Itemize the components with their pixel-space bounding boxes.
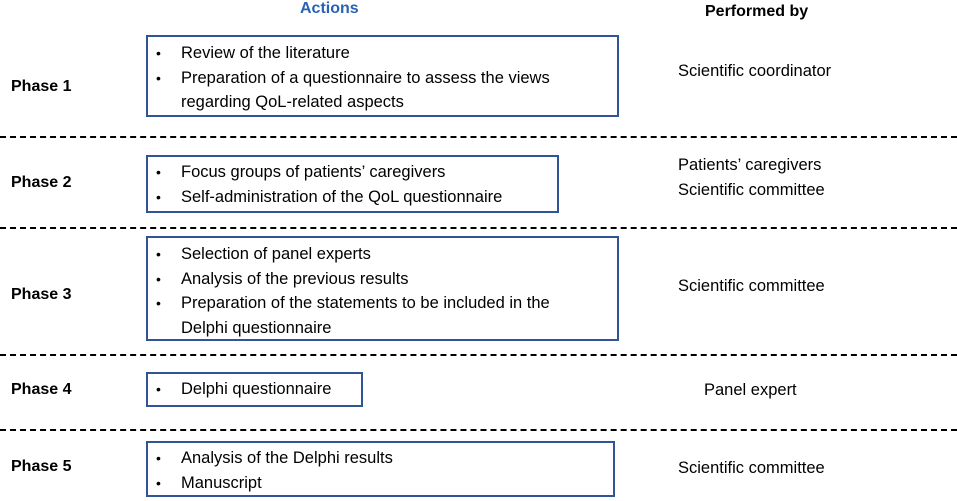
phase-3-action-item-continued: Delphi questionnaire xyxy=(181,318,332,337)
phase-2-action-item: •Self-administration of the QoL question… xyxy=(156,187,503,206)
performed-by-column-header: Performed by xyxy=(705,3,809,20)
phase-4-actions-box: •Delphi questionnaire xyxy=(146,372,363,407)
phase-3-action-item: •Selection of panel experts xyxy=(156,245,371,263)
phase-4-performer: Panel expert xyxy=(704,381,797,399)
phase-2-label: Phase 2 xyxy=(11,174,72,191)
phase-5-actions-box: •Analysis of the Delphi results •Manuscr… xyxy=(146,441,615,497)
phase-1-action-item: •Review of the literature xyxy=(156,44,350,62)
phase-2-performer: Patients’ caregivers xyxy=(678,156,822,174)
phase-2-actions-box: •Focus groups of patients’ caregivers •S… xyxy=(146,155,559,213)
phase-3-performer: Scientific committee xyxy=(678,277,825,295)
phase-2-performer: Scientific committee xyxy=(678,181,825,199)
phase-3-actions-box: •Selection of panel experts •Analysis of… xyxy=(146,236,619,341)
phase-5-action-item: •Manuscript xyxy=(156,473,262,492)
phase-1-action-item-continued: regarding QoL-related aspects xyxy=(181,93,404,111)
phase-3-label: Phase 3 xyxy=(11,286,72,303)
phase-1-label: Phase 1 xyxy=(11,78,72,95)
phase-1-actions-box: •Review of the literature •Preparation o… xyxy=(146,35,619,117)
phase-4-action-item: •Delphi questionnaire xyxy=(156,380,332,398)
phase-2-action-item: •Focus groups of patients’ caregivers xyxy=(156,163,446,181)
phase-5-action-item: •Analysis of the Delphi results xyxy=(156,449,393,467)
phase-divider xyxy=(0,227,957,229)
phase-divider xyxy=(0,429,957,431)
phase-3-action-item: •Preparation of the statements to be inc… xyxy=(156,294,550,312)
phase-3-action-item: •Analysis of the previous results xyxy=(156,269,409,288)
phase-5-label: Phase 5 xyxy=(11,458,72,475)
phase-4-label: Phase 4 xyxy=(11,381,72,398)
phase-1-performer: Scientific coordinator xyxy=(678,62,832,80)
phase-divider xyxy=(0,354,957,356)
phase-1-action-item: •Preparation of a questionnaire to asses… xyxy=(156,68,550,87)
phase-5-performer: Scientific committee xyxy=(678,459,825,477)
phase-divider xyxy=(0,136,957,138)
actions-column-header: Actions xyxy=(300,0,359,17)
